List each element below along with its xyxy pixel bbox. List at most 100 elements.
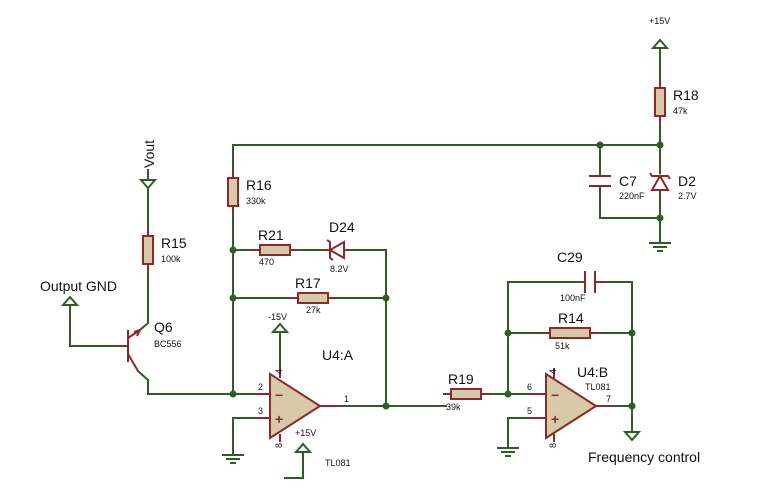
u4b-minus-sign: − — [551, 387, 559, 403]
resistor-body — [654, 87, 666, 117]
ground-icon — [222, 452, 244, 464]
u4a-value: TL081 — [325, 458, 351, 468]
vout-terminal: Vout — [138, 140, 158, 190]
junction-dot — [656, 214, 664, 222]
q6-value: BC556 — [154, 339, 182, 349]
ground-u4a — [222, 452, 244, 464]
vplus-u4a-label: +15V — [295, 428, 316, 438]
vplus-arrow-icon — [650, 38, 670, 49]
opamp-triangle — [545, 372, 598, 440]
r16-ref: R16 — [246, 177, 272, 193]
r17-ref: R17 — [295, 275, 321, 291]
vplus-arrow-icon — [293, 442, 313, 453]
r19-value: 39k — [446, 402, 461, 412]
output-gnd-arrow-icon — [60, 295, 80, 306]
resistor-r21: R21 470 — [252, 227, 298, 267]
transistor-arrow-icon — [133, 328, 142, 337]
ground-u4b — [497, 445, 519, 457]
u4b-pin4: 4 — [548, 369, 558, 374]
u4a-minus-sign: − — [275, 387, 283, 403]
resistor-body — [142, 235, 154, 265]
u4b-ref: U4:B — [577, 364, 608, 380]
u4b-plus-sign: + — [551, 411, 559, 427]
ground-d2 — [649, 240, 671, 252]
vminus-u4a-label: -15V — [268, 312, 287, 322]
opamp-u4b: − + 6 5 7 4 8 U4:B TL081 — [527, 364, 612, 448]
r15-ref: R15 — [161, 235, 187, 251]
zener-diode-d24: D24 8.2V — [322, 219, 355, 274]
resistor-body — [297, 292, 329, 304]
junction-dot — [628, 402, 636, 410]
resistor-r19: R19 39k — [443, 371, 489, 412]
u4a-ref: U4:A — [322, 347, 354, 363]
resistor-r16: R16 330k — [227, 170, 272, 214]
u4a-pin3: 3 — [258, 406, 263, 416]
resistor-body — [450, 388, 482, 400]
opamp-triangle — [269, 372, 322, 440]
u4a-pin4: 4 — [274, 369, 284, 374]
d2-ref: D2 — [678, 173, 696, 189]
transistor-leads — [127, 329, 141, 372]
vout-label: Vout — [141, 140, 157, 168]
junction-dot — [656, 141, 664, 149]
c7-value: 220nF — [619, 191, 645, 201]
resistor-r18: R18 47k — [654, 80, 699, 124]
ground-icon — [497, 445, 519, 457]
capacitor-plates — [584, 271, 596, 293]
ground-icon — [649, 240, 671, 252]
resistor-r15: R15 100k — [142, 228, 187, 272]
junction-dots — [229, 141, 664, 410]
d2-value: 2.7V — [678, 191, 697, 201]
resistor-body — [227, 177, 239, 207]
capacitor-plates — [589, 175, 611, 187]
q6-ref: Q6 — [154, 319, 173, 335]
r17-value: 27k — [306, 305, 321, 315]
r21-ref: R21 — [258, 227, 284, 243]
r15-value: 100k — [161, 254, 181, 264]
resistor-r14: R14 51k — [542, 310, 598, 351]
zener-bar — [649, 172, 671, 180]
vplus-u4a-terminal: +15V — [293, 428, 316, 453]
u4a-plus-sign: + — [275, 411, 283, 427]
junction-dot — [229, 246, 237, 254]
junction-dot — [382, 402, 390, 410]
vminus-arrow-icon — [270, 322, 290, 333]
u4b-pin8: 8 — [548, 443, 558, 448]
c29-ref: C29 — [557, 249, 583, 265]
output-gnd-terminal: Output GND — [40, 278, 117, 306]
r14-value: 51k — [555, 341, 570, 351]
d24-value: 8.2V — [330, 264, 349, 274]
diode-triangle — [650, 173, 670, 191]
r18-ref: R18 — [673, 87, 699, 103]
vplus-top-label: +15V — [649, 16, 670, 26]
junction-dot — [504, 329, 512, 337]
c7-ref: C7 — [619, 173, 637, 189]
output-gnd-label: Output GND — [40, 278, 117, 294]
zener-bar — [326, 239, 334, 261]
junction-dot — [229, 390, 237, 398]
r14-ref: R14 — [558, 310, 584, 326]
r19-ref: R19 — [448, 371, 474, 387]
junction-dot — [504, 390, 512, 398]
u4a-pin8: 8 — [274, 443, 284, 448]
u4b-value: TL081 — [585, 382, 611, 392]
resistor-body — [549, 327, 591, 339]
vout-arrow-icon — [138, 179, 158, 190]
junction-dot — [229, 294, 237, 302]
freq-control-arrow-icon — [622, 431, 642, 442]
r16-value: 330k — [246, 196, 266, 206]
c29-value: 100nF — [560, 293, 586, 303]
u4b-pin6: 6 — [527, 382, 532, 392]
opamp-u4a: − + 2 3 1 4 8 U4:A TL081 — [255, 347, 354, 468]
freq-control-label: Frequency control — [588, 449, 700, 465]
resistor-body — [259, 244, 291, 256]
resistor-r17: R17 27k — [290, 275, 336, 315]
u4b-pin7: 7 — [606, 394, 611, 404]
u4a-pin2: 2 — [258, 382, 263, 392]
capacitor-c7: C7 220nF — [589, 173, 645, 201]
junction-dot — [382, 294, 390, 302]
junction-dot — [596, 141, 604, 149]
transistor-q6: Q6 BC556 — [118, 319, 182, 372]
freq-control-terminal: Frequency control — [588, 431, 700, 465]
